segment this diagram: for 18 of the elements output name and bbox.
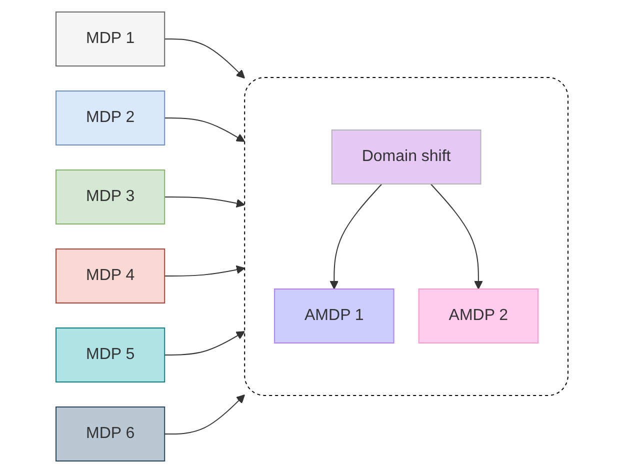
- arrow: [164, 265, 244, 276]
- arrow: [430, 184, 482, 290]
- arrow: [164, 38, 244, 79]
- arrow: [164, 394, 244, 434]
- node-box: Domain shift: [330, 130, 481, 184]
- node-box: AMDP 2: [418, 288, 538, 344]
- cluster: [244, 77, 568, 396]
- node-box: MDP 4: [55, 248, 165, 304]
- arrow: [164, 331, 244, 356]
- node-box: AMDP 1: [274, 288, 394, 344]
- arrow: [164, 118, 244, 142]
- node-box: MDP 2: [55, 90, 165, 146]
- node-box: MDP 1: [55, 12, 165, 66]
- node-box: MDP 6: [55, 406, 165, 462]
- node-box: MDP 5: [55, 328, 165, 382]
- arrow: [329, 184, 382, 290]
- node-box: MDP 3: [55, 170, 165, 224]
- arrow: [164, 196, 244, 208]
